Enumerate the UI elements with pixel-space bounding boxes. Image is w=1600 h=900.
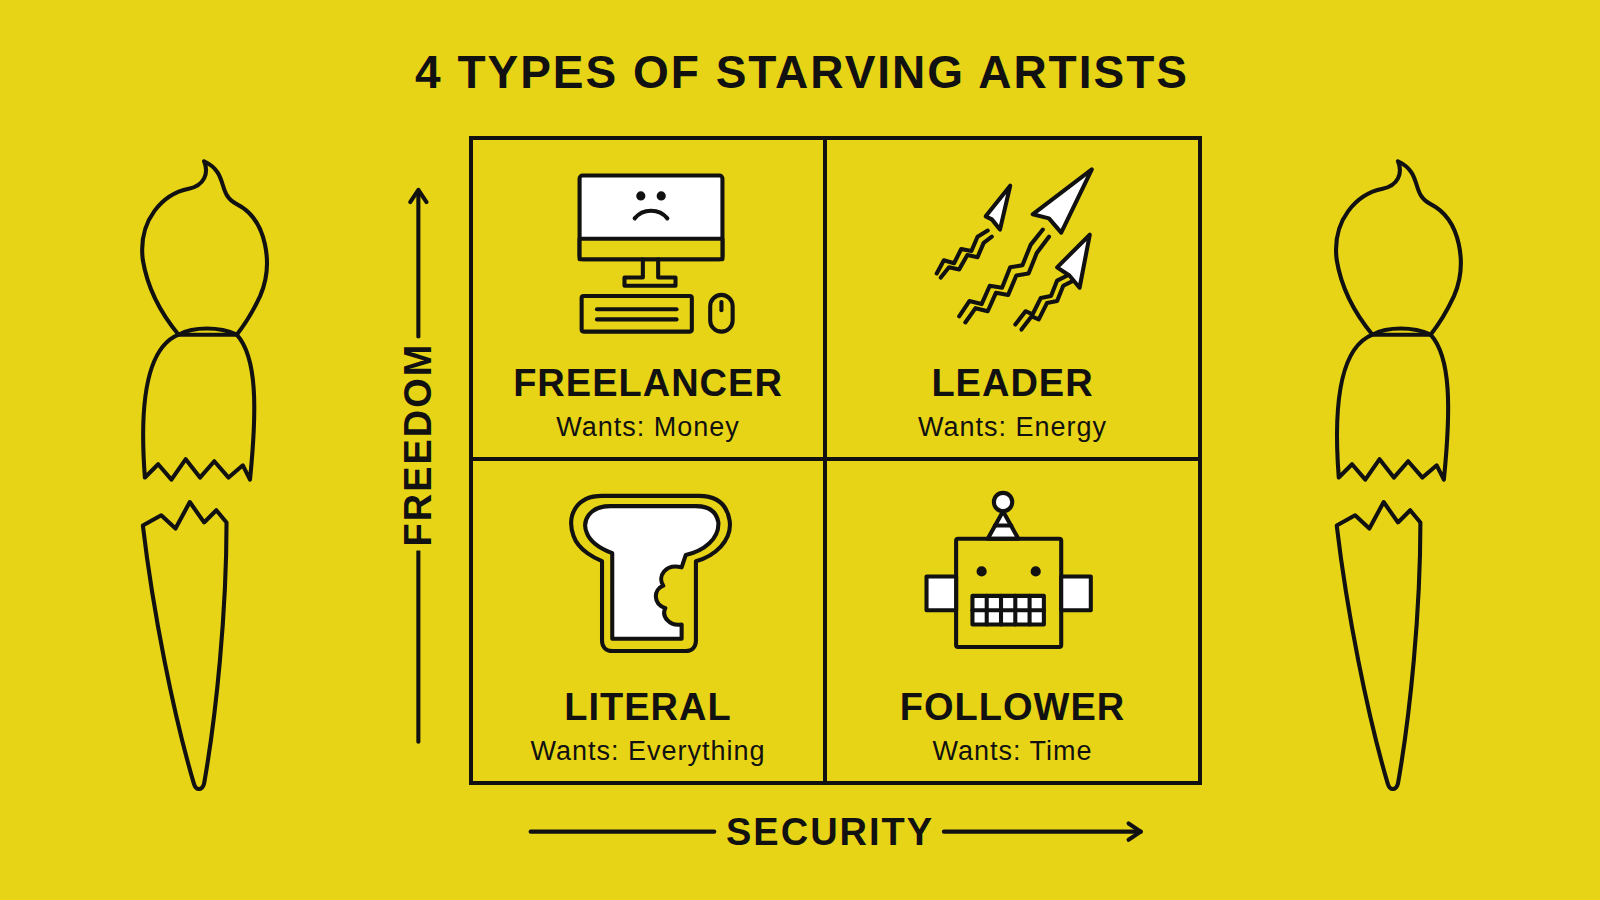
freedom-axis-arrow-part	[416, 192, 420, 337]
quadrant-cell: FREELANCER Wants: Money	[469, 136, 827, 461]
axis-label: SECURITY	[722, 811, 938, 854]
computer-icon-part	[580, 239, 723, 259]
arrows-icon-part	[1033, 169, 1092, 232]
quadrant-cell: FOLLOWER Wants: Time	[823, 457, 1202, 785]
robot-icon-part	[972, 596, 1043, 625]
drawing	[142, 161, 1460, 840]
robot-icon-part	[1033, 568, 1039, 574]
title: 4 TYPES OF STARVING ARTISTS	[415, 45, 1189, 99]
type-want: Wants: Everything	[530, 735, 765, 767]
computer-icon-part	[719, 302, 723, 310]
security-axis-arrow-part	[531, 830, 715, 834]
type-name: FOLLOWER	[900, 687, 1125, 729]
quadrant-cell: LEADER Wants: Energy	[823, 136, 1202, 461]
paintbrush-part	[143, 502, 227, 789]
type-name: LITERAL	[564, 687, 731, 729]
robot-icon-part	[999, 596, 1003, 625]
freedom-axis-arrow-part	[416, 551, 420, 742]
freedom-axis-arrow-part	[410, 190, 426, 202]
paintbrush	[1336, 161, 1461, 789]
paintbrush	[142, 161, 267, 789]
robot-icon-part	[927, 577, 957, 611]
paintbrush-part	[142, 161, 267, 334]
axis-label: FREEDOM	[397, 338, 440, 550]
computer-icon-part	[582, 296, 692, 332]
computer-icon-part	[624, 259, 675, 286]
computer-icon-part	[635, 211, 668, 219]
type-name: FREELANCER	[513, 363, 783, 405]
robot-icon-part	[979, 568, 985, 574]
type-name: LEADER	[931, 363, 1093, 405]
computer-icon-part	[659, 193, 664, 198]
security-axis-arrow-part	[1129, 823, 1141, 839]
toast-icon-part	[585, 506, 718, 639]
arrows-icon-part	[941, 237, 992, 278]
paintbrush-part	[143, 329, 254, 480]
arrows-icon-part	[986, 186, 1010, 230]
arrows-icon-part	[1021, 281, 1073, 330]
robot-icon-part	[1013, 596, 1017, 625]
type-want: Wants: Energy	[918, 411, 1107, 443]
computer-icon-part	[580, 176, 723, 260]
computer-icon-part	[710, 295, 732, 332]
computer-icon-part	[638, 193, 643, 198]
robot-icon-part	[1061, 577, 1091, 611]
computer-icon	[580, 176, 733, 332]
robot-icon-part	[956, 539, 1061, 647]
security-axis-arrow-part	[944, 830, 1141, 834]
computer-icon-part	[597, 307, 677, 311]
robot-icon-part	[985, 596, 989, 625]
robot-icon-part	[995, 523, 1011, 527]
toast-icon-part	[571, 496, 730, 651]
robot-icon-part	[1028, 596, 1032, 625]
type-want: Wants: Money	[556, 411, 740, 443]
arrows-icon	[937, 169, 1092, 329]
quadrant-cell: LITERAL Wants: Everything	[469, 457, 827, 785]
robot-icon-part	[988, 511, 1019, 539]
computer-icon-part	[597, 317, 677, 321]
type-want: Wants: Time	[932, 735, 1092, 767]
toast-icon	[571, 496, 730, 651]
robot-icon-part	[994, 493, 1012, 511]
arrows-icon-part	[1057, 235, 1090, 288]
robot-icon-part	[972, 608, 1043, 612]
robot-icon	[927, 493, 1091, 647]
